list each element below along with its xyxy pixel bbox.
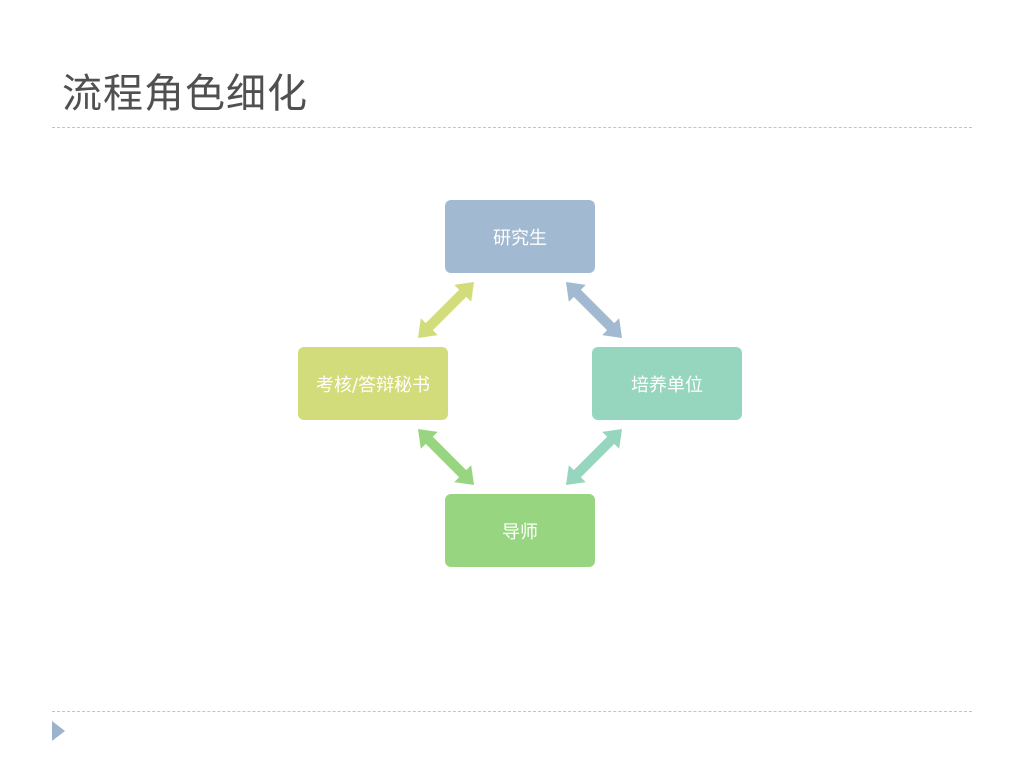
node-label: 研究生: [493, 227, 547, 249]
node-assessment-secretary: 考核/答辩秘书: [298, 347, 448, 420]
title-divider: [52, 127, 972, 128]
arrow-top-right: [566, 282, 622, 338]
node-graduate-student: 研究生: [445, 200, 595, 273]
play-triangle-icon: [52, 721, 65, 741]
node-label: 导师: [502, 521, 538, 543]
footer-divider: [52, 711, 972, 712]
arrow-left-top: [418, 282, 474, 338]
arrow-bottom-left: [418, 429, 474, 485]
node-label: 培养单位: [631, 374, 703, 396]
node-label: 考核/答辩秘书: [315, 374, 431, 396]
node-advisor: 导师: [445, 494, 595, 567]
arrow-right-bottom: [566, 429, 622, 485]
slide-title: 流程角色细化: [62, 71, 308, 117]
node-training-unit: 培养单位: [592, 347, 742, 420]
